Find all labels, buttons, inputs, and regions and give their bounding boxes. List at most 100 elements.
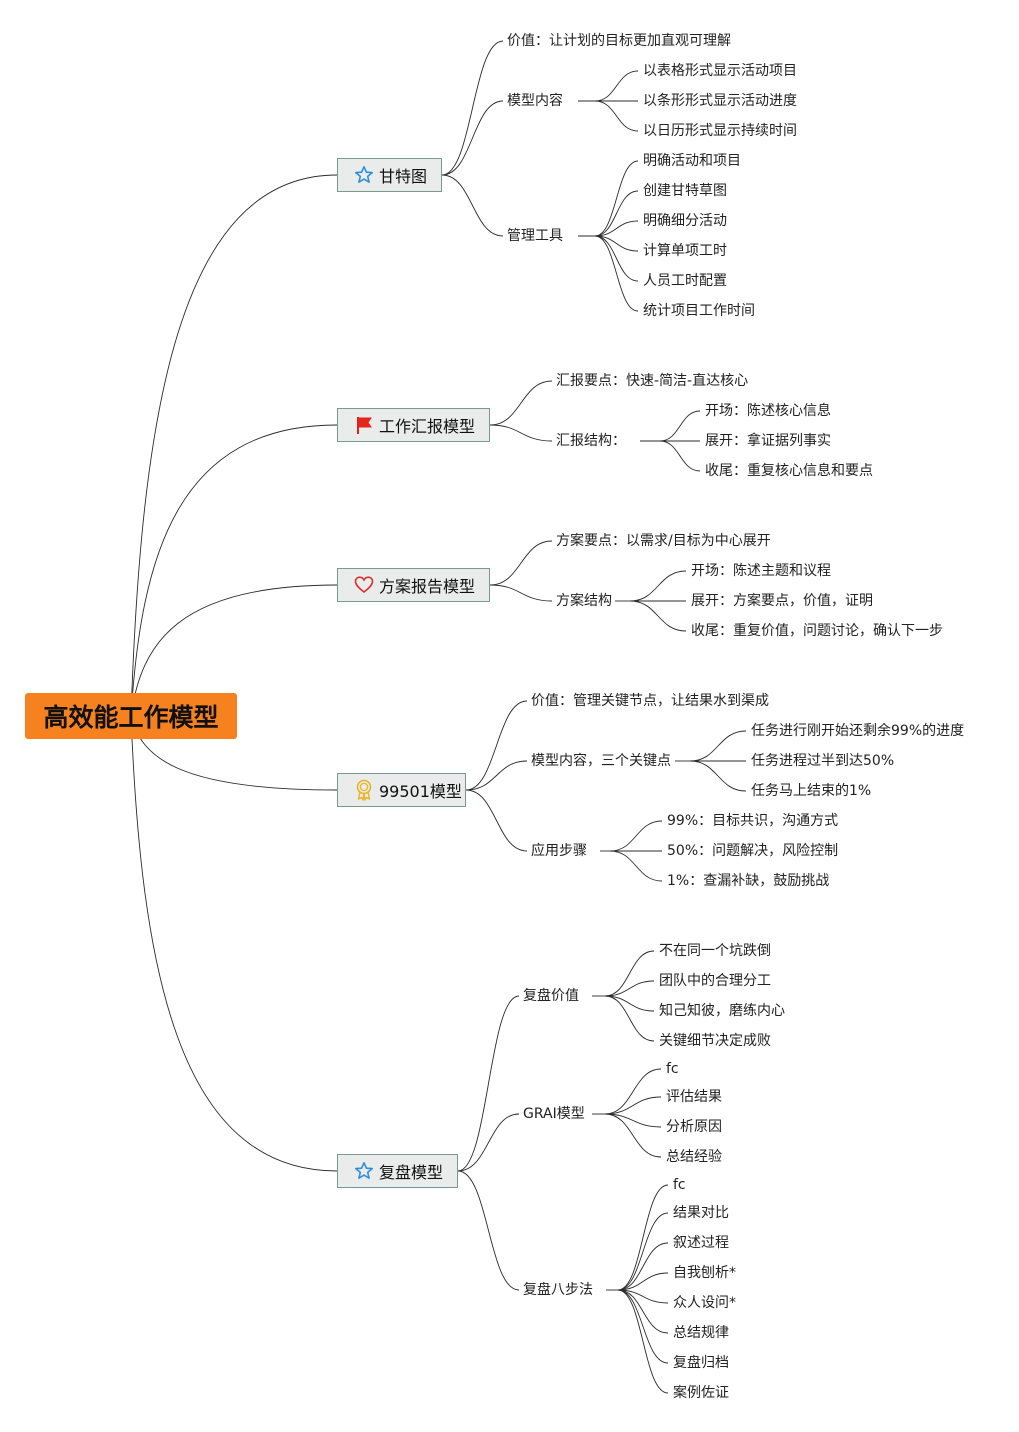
topic-review-value[interactable]: 复盘价值 xyxy=(523,988,579,1004)
subtopic[interactable]: 收尾：重复核心信息和要点 xyxy=(705,463,873,479)
subtopic[interactable]: 计算单项工时 xyxy=(643,243,727,259)
subtopic[interactable]: 叙述过程 xyxy=(673,1235,729,1251)
topic-proposal-key-points[interactable]: 方案要点：以需求/目标为中心展开 xyxy=(556,533,771,549)
connector-line xyxy=(609,850,663,882)
subtopic[interactable]: 任务进程过半到达50% xyxy=(751,753,895,769)
connector-line xyxy=(604,995,655,1012)
connector-line xyxy=(130,584,338,717)
connector-line xyxy=(617,1184,669,1291)
subtopic[interactable]: 明确活动和项目 xyxy=(643,153,741,169)
connector-line xyxy=(594,235,639,312)
subtopic[interactable]: 众人设问* xyxy=(673,1295,736,1311)
root-node[interactable]: 高效能工作模型 xyxy=(25,693,237,739)
subtopic[interactable]: 总结规律 xyxy=(673,1325,729,1341)
subtopic[interactable]: 展开：拿证据列事实 xyxy=(705,433,831,449)
branch-gantt-chart[interactable]: 甘特图 xyxy=(337,158,442,192)
subtopic[interactable]: 50%：问题解决，风险控制 xyxy=(667,843,839,859)
connector-line xyxy=(594,70,639,102)
connector-line xyxy=(604,995,655,1042)
connector-line xyxy=(617,1289,669,1364)
subtopic[interactable]: 明确细分活动 xyxy=(643,213,727,229)
topic-gantt-value[interactable]: 价值：让计划的目标更加直观可理解 xyxy=(507,33,731,49)
connector-line xyxy=(489,540,553,586)
connector-line xyxy=(465,760,528,791)
connector-line xyxy=(594,160,639,237)
topic-proposal-structure[interactable]: 方案结构 xyxy=(556,593,612,609)
subtopic[interactable]: 展开：方案要点，价值，证明 xyxy=(691,593,873,609)
topic-review-eight-steps[interactable]: 复盘八步法 xyxy=(523,1282,593,1298)
topic-99501-content[interactable]: 模型内容，三个关键点 xyxy=(531,753,671,769)
connector-line xyxy=(604,950,655,997)
connector-line xyxy=(441,100,504,176)
subtopic[interactable]: 结果对比 xyxy=(673,1205,729,1221)
connector-line xyxy=(629,600,687,632)
subtopic[interactable]: 创建甘特草图 xyxy=(643,183,727,199)
connector-line xyxy=(659,410,701,442)
topic-report-key-points[interactable]: 汇报要点：快速-简洁-直达核心 xyxy=(556,373,749,389)
subtopic[interactable]: 不在同一个坑跌倒 xyxy=(659,943,771,959)
connector-line xyxy=(441,40,504,176)
award-ribbon-icon xyxy=(354,779,374,801)
topic-gantt-content[interactable]: 模型内容 xyxy=(507,93,563,109)
subtopic[interactable]: 开场：陈述核心信息 xyxy=(705,403,831,419)
subtopic[interactable]: 自我刨析* xyxy=(673,1265,736,1281)
red-flag-icon xyxy=(354,414,374,436)
subtopic[interactable]: 关键细节决定成败 xyxy=(659,1033,771,1049)
connector-line xyxy=(465,789,528,852)
connector-line xyxy=(594,235,639,282)
subtopic[interactable]: 以条形形式显示活动进度 xyxy=(643,93,797,109)
subtopic[interactable]: 统计项目工作时间 xyxy=(643,303,755,319)
connector-line xyxy=(604,1096,662,1115)
topic-report-structure[interactable]: 汇报结构： xyxy=(556,433,626,449)
connector-line xyxy=(659,440,701,472)
connector-line xyxy=(617,1289,669,1334)
subtopic[interactable]: 以日历形式显示持续时间 xyxy=(643,123,797,139)
connector-line xyxy=(609,820,663,852)
connector-line xyxy=(457,995,520,1172)
subtopic[interactable]: 开场：陈述主题和议程 xyxy=(691,563,831,579)
connector-line xyxy=(629,570,687,602)
branch-proposal-report-model[interactable]: 方案报告模型 xyxy=(337,568,490,602)
subtopic[interactable]: fc xyxy=(673,1177,686,1193)
topic-gantt-tools[interactable]: 管理工具 xyxy=(507,228,563,244)
branch-99501-model[interactable]: 99501模型 xyxy=(337,773,466,807)
connector-line xyxy=(489,424,553,442)
star-icon xyxy=(354,1160,374,1182)
subtopic[interactable]: 分析原因 xyxy=(666,1119,722,1135)
connector-line xyxy=(489,584,553,602)
connector-line xyxy=(130,424,338,717)
connector-line xyxy=(689,730,747,762)
subtopic[interactable]: 收尾：重复价值，问题讨论，确认下一步 xyxy=(691,623,943,639)
connector-line xyxy=(465,700,528,791)
connector-line xyxy=(594,220,639,237)
branch-review-model[interactable]: 复盘模型 xyxy=(337,1154,458,1188)
subtopic[interactable]: fc xyxy=(666,1061,679,1077)
subtopic[interactable]: 团队中的合理分工 xyxy=(659,973,771,989)
subtopic[interactable]: 任务进行刚开始还剩余99%的进度 xyxy=(751,723,965,739)
connector-line xyxy=(689,760,747,792)
subtopic[interactable]: 以表格形式显示活动项目 xyxy=(643,63,797,79)
connector-line xyxy=(604,1068,662,1115)
subtopic[interactable]: 99%：目标共识，沟通方式 xyxy=(667,813,839,829)
subtopic[interactable]: 任务马上结束的1% xyxy=(751,783,872,799)
connector-line xyxy=(604,980,655,997)
subtopic[interactable]: 总结经验 xyxy=(666,1149,722,1165)
branch-work-report-model[interactable]: 工作汇报模型 xyxy=(337,408,490,442)
connector-line xyxy=(594,100,639,132)
subtopic[interactable]: 案例佐证 xyxy=(673,1385,729,1401)
root-label: 高效能工作模型 xyxy=(43,703,219,732)
connector-line xyxy=(489,380,553,426)
connector-line xyxy=(604,1113,662,1128)
topic-review-grai[interactable]: GRAI模型 xyxy=(523,1106,585,1122)
subtopic[interactable]: 评估结果 xyxy=(666,1089,722,1105)
connector-line xyxy=(457,1170,520,1291)
subtopic[interactable]: 知己知彼，磨练内心 xyxy=(659,1003,785,1019)
heart-icon xyxy=(354,574,374,596)
subtopic[interactable]: 1%：查漏补缺，鼓励挑战 xyxy=(667,873,830,889)
branch-label: 复盘模型 xyxy=(379,1163,444,1182)
topic-99501-value[interactable]: 价值：管理关键节点，让结果水到渠成 xyxy=(531,693,769,709)
connector-line xyxy=(457,1113,520,1172)
topic-99501-steps[interactable]: 应用步骤 xyxy=(531,843,587,859)
subtopic[interactable]: 人员工时配置 xyxy=(643,273,727,289)
subtopic[interactable]: 复盘归档 xyxy=(673,1355,729,1371)
